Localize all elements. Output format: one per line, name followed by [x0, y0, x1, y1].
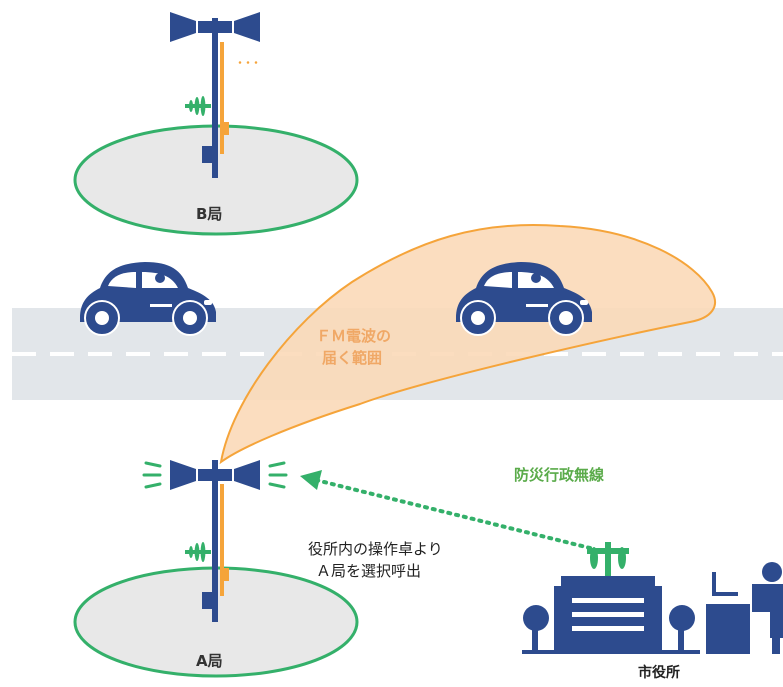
sound-wave-icon [142, 461, 288, 489]
station-b-label: B局 [196, 205, 223, 223]
car-icon [456, 262, 592, 336]
station-b-mast [202, 18, 229, 178]
operation-note-line2: Ａ局を選択呼出 [316, 562, 422, 580]
station-a-mast [202, 460, 229, 622]
disaster-radio-label: 防災行政無線 [514, 466, 605, 484]
station-b-speakers [170, 12, 260, 42]
station-a-speakers [170, 460, 260, 490]
city-hall-antenna-icon [587, 542, 629, 582]
city-hall-label: 市役所 [638, 665, 680, 681]
fm-area-label-line1: ＦＭ電波の [316, 327, 392, 345]
fm-coverage-area [219, 223, 717, 465]
station-b-dots: ･･･ [237, 56, 262, 70]
station-a-antenna-icon [185, 542, 211, 562]
operator-console-icon [706, 562, 783, 654]
fm-area-label-line2: 届く範囲 [322, 349, 383, 367]
arrowhead-icon [300, 470, 322, 490]
operation-note-line1: 役所内の操作卓より [308, 540, 443, 558]
station-b-antenna-icon [185, 96, 211, 116]
radio-link-dotted-arrow [314, 478, 592, 550]
city-hall-building-icon [522, 576, 700, 654]
car-icon [80, 262, 216, 336]
station-a-label: A局 [196, 652, 223, 670]
